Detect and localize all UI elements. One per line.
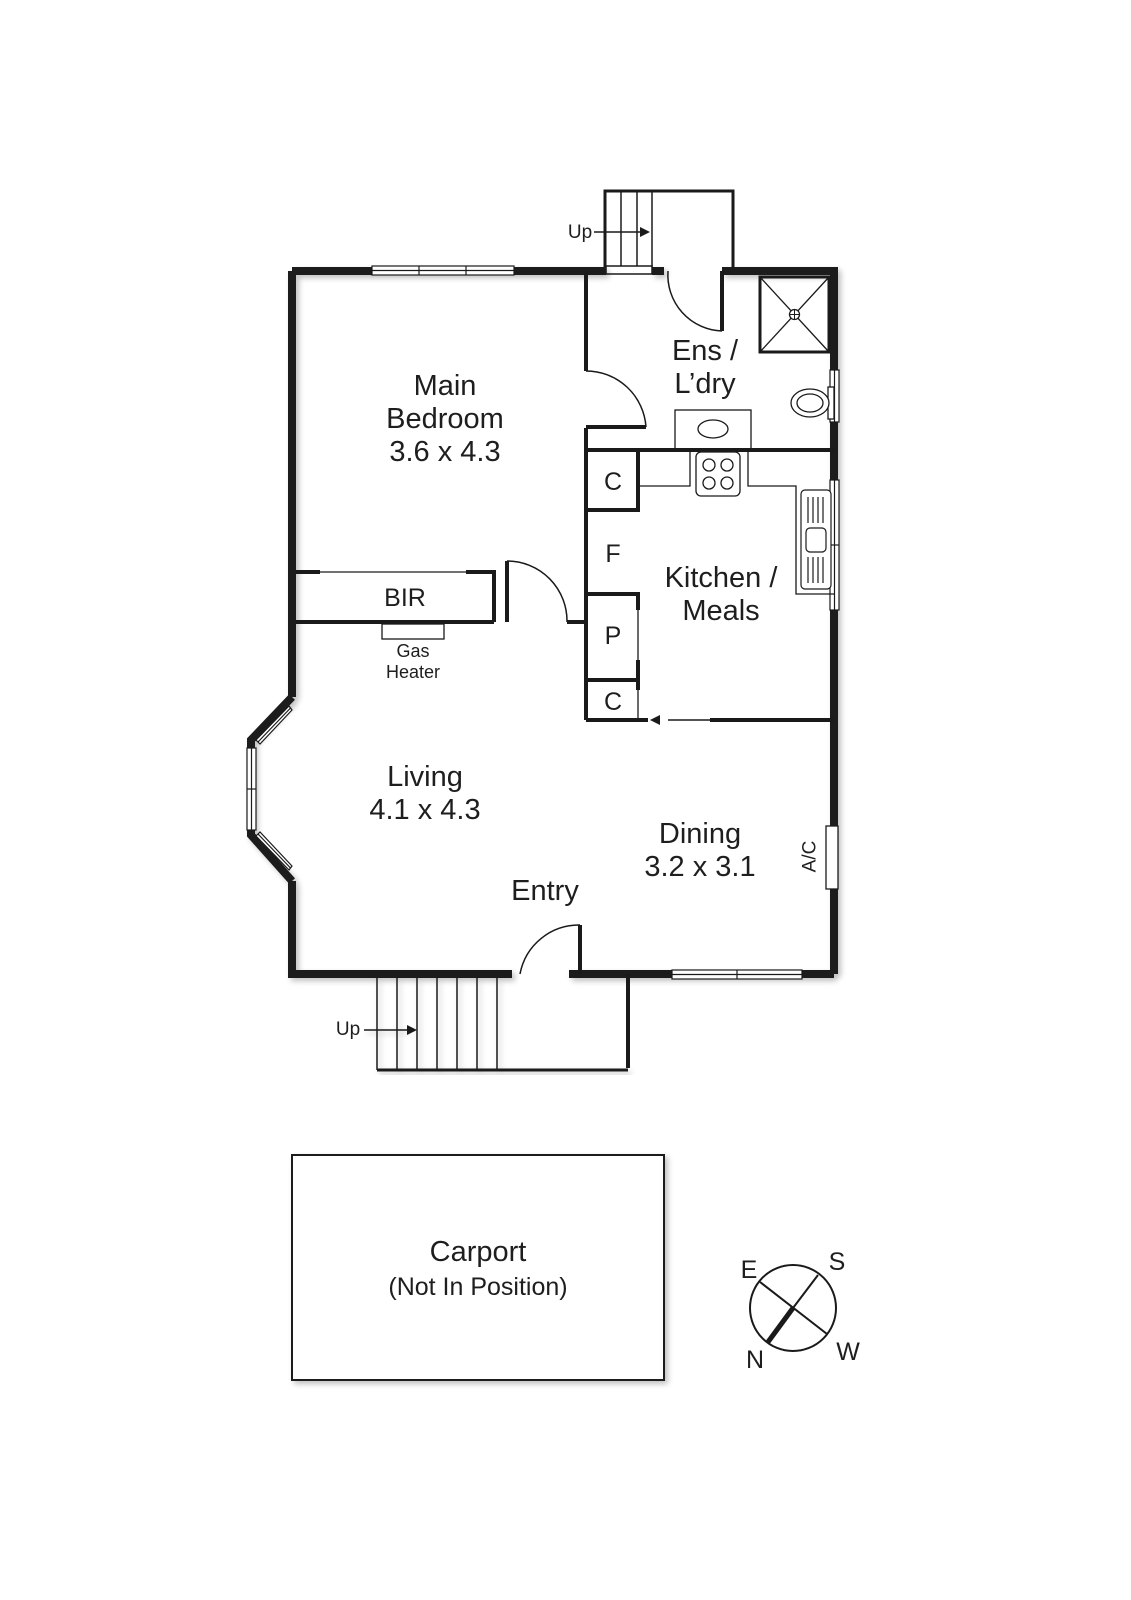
room-name: L’dry (674, 368, 736, 400)
fridge-label: F (605, 540, 621, 568)
rear-stairs (594, 189, 735, 275)
bay-windows (246, 705, 293, 871)
door-arc (506, 560, 568, 623)
dining-window (671, 969, 803, 980)
sink-icon (800, 489, 832, 590)
compass-west: W (836, 1338, 860, 1366)
front-stairs (364, 978, 628, 1072)
room-name: Main (413, 370, 477, 402)
pantry-label: P (604, 622, 622, 650)
gas-heater-label: Gas Heater (368, 642, 458, 681)
basin-icon (697, 419, 729, 439)
door-arc (585, 370, 647, 428)
door-arc (667, 270, 723, 332)
carport-note: (Not In Position) (388, 1273, 568, 1301)
room-name: Ens / (671, 335, 739, 367)
living-label: Living 4.1 x 4.3 (355, 763, 495, 825)
room-name: Dining (658, 818, 742, 850)
toilet-icon (790, 386, 835, 420)
ac-label: A/C (799, 840, 821, 873)
arrow-right-icon (640, 227, 650, 237)
room-name: Bedroom (386, 403, 504, 435)
arrow-left-icon (650, 715, 660, 725)
fixture-name: Heater (385, 662, 441, 682)
main-bedroom-label: Main Bedroom 3.6 x 4.3 (375, 372, 515, 467)
arrow-right-icon (407, 1025, 417, 1035)
thin-lines (320, 409, 834, 720)
kitchen-meals-label: Kitchen / Meals (646, 564, 796, 626)
ensuite-laundry-label: Ens / L’dry (650, 337, 760, 399)
cupboard-label-bottom: C (603, 688, 623, 716)
front-stairs-up-label: Up (335, 1019, 361, 1040)
room-dimensions: 4.1 x 4.3 (369, 794, 481, 826)
bir-label: BIR (384, 584, 426, 612)
carport-label: Carport (429, 1236, 527, 1268)
cupboard-label-top: C (603, 468, 623, 496)
compass-north: N (745, 1346, 765, 1374)
door-arc (519, 924, 581, 975)
room-name: Kitchen / (664, 562, 778, 594)
door-swings (506, 270, 723, 975)
dining-label: Dining 3.2 x 3.1 (625, 820, 775, 882)
compass-icon (749, 1264, 837, 1352)
compass-east: E (740, 1256, 758, 1284)
ac-unit (825, 825, 839, 890)
carport-outline (291, 1154, 665, 1381)
bedroom-window (371, 265, 515, 276)
compass-south: S (828, 1248, 846, 1276)
interior-walls (296, 271, 834, 1068)
room-dimensions: 3.6 x 4.3 (389, 436, 501, 468)
shower (758, 275, 831, 354)
entry-label: Entry (511, 875, 579, 907)
rear-stairs-up-label: Up (567, 222, 593, 243)
room-name: Meals (682, 595, 760, 627)
room-name: Living (387, 761, 463, 793)
cooktop-icon (695, 451, 741, 497)
gas-heater-symbol (381, 623, 445, 640)
fixture-name: Gas (396, 641, 430, 661)
room-dimensions: 3.2 x 3.1 (644, 851, 756, 883)
